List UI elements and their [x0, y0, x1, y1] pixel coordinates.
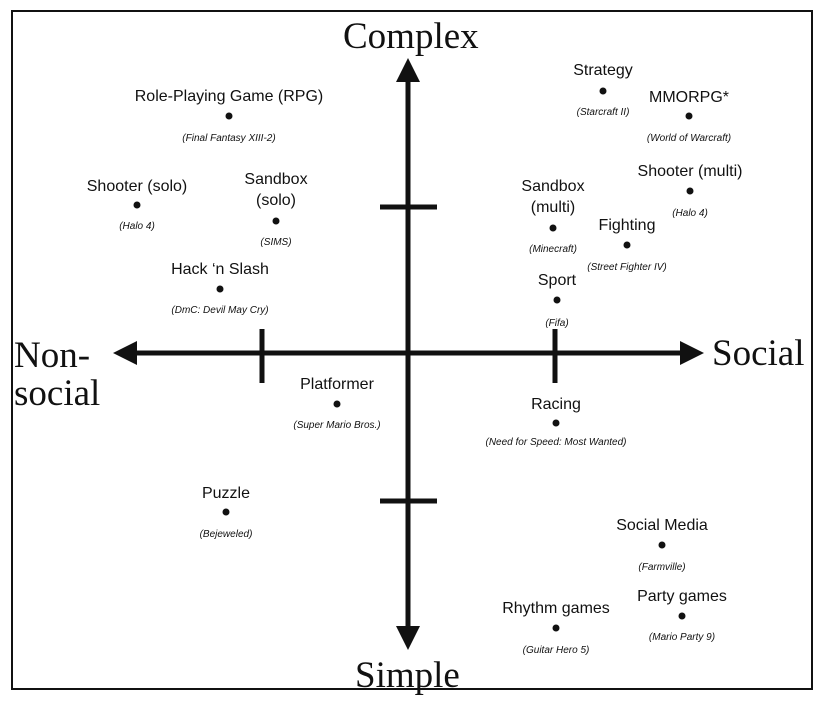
example-sandbox-solo: (SIMS) [260, 237, 292, 248]
genre-label-shooter-multi: Shooter (multi) [637, 163, 743, 180]
example-fighting: (Street Fighter IV) [587, 262, 667, 273]
genre-label-sandbox-solo: Sandbox (solo) [244, 171, 308, 209]
genre-label-puzzle: Puzzle [201, 485, 251, 502]
genre-label-fighting: Fighting [598, 217, 656, 234]
example-rhythm: (Guitar Hero 5) [522, 645, 590, 656]
axis-label-complex: Complex [343, 16, 479, 57]
genre-label-mmorpg: MMORPG* [649, 89, 729, 106]
genre-label-party: Party games [637, 588, 727, 605]
genre-dot-party [678, 612, 686, 620]
axis-label-social-left: social [14, 373, 101, 414]
genre-label-shooter-solo: Shooter (solo) [86, 178, 188, 195]
example-racing: (Need for Speed: Most Wanted) [485, 437, 627, 448]
genre-dot-sandbox-multi [549, 224, 557, 232]
example-puzzle: (Bejeweled) [199, 529, 253, 540]
genre-label-rhythm: Rhythm games [502, 600, 610, 617]
genre-dot-strategy [599, 87, 607, 95]
example-sport: (Fifa) [545, 318, 569, 329]
genre-label-racing: Racing [531, 396, 581, 413]
example-shooter-multi: (Halo 4) [672, 208, 708, 219]
genre-dot-fighting [623, 241, 631, 249]
axis-label-simple: Simple [355, 655, 460, 696]
axis-label-social: Social [712, 333, 805, 374]
genre-dot-sandbox-solo [272, 217, 280, 225]
example-mmorpg: (World of Warcraft) [646, 133, 732, 144]
arrowhead-up [396, 58, 420, 82]
example-sandbox-multi: (Minecraft) [529, 244, 577, 255]
example-party: (Mario Party 9) [648, 632, 716, 643]
genre-label-strategy: Strategy [573, 62, 633, 79]
genre-dot-hack-n-slash [216, 285, 224, 293]
genre-dot-shooter-multi [686, 187, 694, 195]
genre-label-social-media: Social Media [616, 517, 708, 534]
genre-label-rpg: Role-Playing Game (RPG) [134, 88, 324, 105]
genre-label-sport: Sport [537, 272, 577, 289]
genre-label-sandbox-multi: Sandbox (multi) [521, 178, 585, 216]
genre-dot-racing [552, 419, 560, 427]
diagram-frame [11, 10, 813, 690]
genre-dot-rpg [225, 112, 233, 120]
example-strategy: (Starcraft II) [576, 107, 630, 118]
genre-dot-rhythm [552, 624, 560, 632]
example-platformer: (Super Mario Bros.) [293, 420, 381, 431]
example-shooter-solo: (Halo 4) [119, 221, 155, 232]
arrowhead-right [680, 341, 704, 365]
axis-label-non: Non- [14, 335, 91, 376]
genre-label-hack-n-slash: Hack ‘n Slash [171, 261, 269, 278]
example-social-media: (Farmville) [638, 562, 686, 573]
arrowhead-down [396, 626, 420, 650]
arrowhead-left [113, 341, 137, 365]
genre-dot-social-media [658, 541, 666, 549]
genre-label-platformer: Platformer [300, 376, 374, 393]
genre-dot-mmorpg [685, 112, 693, 120]
example-hack-n-slash: (DmC: Devil May Cry) [171, 305, 269, 316]
genre-dot-sport [553, 296, 561, 304]
example-rpg: (Final Fantasy XIII-2) [182, 133, 276, 144]
genre-dot-puzzle [222, 508, 230, 516]
genre-dot-platformer [333, 400, 341, 408]
genre-dot-shooter-solo [133, 201, 141, 209]
